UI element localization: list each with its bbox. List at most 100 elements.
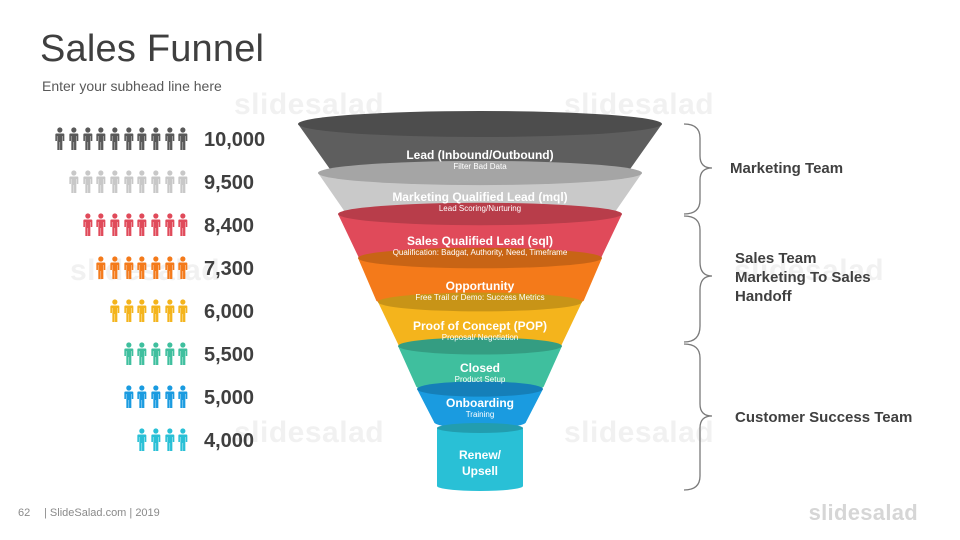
person-icon xyxy=(164,170,174,193)
person-icon xyxy=(164,385,174,408)
person-icon xyxy=(123,127,133,150)
person-icon xyxy=(178,385,188,408)
stage-onboarding: Onboarding Training xyxy=(330,396,630,420)
person-icon xyxy=(69,127,79,150)
stage-poc: Proof of Concept (POP) Proposal/ Negotia… xyxy=(330,319,630,343)
stage-title: Opportunity xyxy=(445,279,515,293)
team-sales-label: Sales Team Marketing To Sales Handoff xyxy=(735,250,871,305)
stage-title: Proof of Concept (POP) xyxy=(413,319,547,333)
stage-title: Marketing Qualified Lead (mql) xyxy=(392,190,568,204)
brace-customer-success xyxy=(683,343,713,491)
funnel-layer-top xyxy=(298,111,662,137)
person-icon xyxy=(110,213,120,236)
people-row xyxy=(40,256,190,282)
person-icon xyxy=(96,256,106,279)
person-icon xyxy=(151,256,161,279)
stat-value: 8,400 xyxy=(204,215,255,237)
brace-sales xyxy=(683,215,713,343)
person-icon xyxy=(178,256,188,279)
stage-subtitle: Filter Bad Data xyxy=(453,162,507,171)
stage-subtitle: Lead Scoring/Nurturing xyxy=(438,204,522,213)
team-marketing-label: Marketing Team xyxy=(730,160,844,177)
person-icon xyxy=(137,170,147,193)
person-icon xyxy=(110,256,120,279)
person-icon xyxy=(164,342,174,365)
person-icon xyxy=(137,256,147,279)
people-row xyxy=(40,385,190,411)
person-icon xyxy=(137,385,147,408)
watermark: slidesalad xyxy=(734,254,885,287)
stage-title: Renew/ Upsell xyxy=(458,448,501,478)
person-icon xyxy=(151,299,161,322)
stage-subtitle: Product Setup xyxy=(454,375,506,384)
funnel-cylinder xyxy=(437,428,523,491)
brace-group xyxy=(683,123,713,491)
funnel-layer-top xyxy=(338,202,622,226)
stat-value: 10,000 xyxy=(204,129,266,151)
stage-mql: Marketing Qualified Lead (mql) Lead Scor… xyxy=(330,190,630,214)
brace-marketing xyxy=(683,123,713,215)
people-row xyxy=(40,127,190,153)
funnel-layer-top xyxy=(378,292,582,312)
stage-title: Closed xyxy=(459,361,500,375)
person-icon xyxy=(96,127,106,150)
person-icon xyxy=(178,170,188,193)
person-icon xyxy=(82,213,92,236)
page-subhead: Enter your subhead line here xyxy=(42,78,222,94)
people-row xyxy=(40,342,190,368)
stat-value: 6,000 xyxy=(204,301,255,323)
person-icon xyxy=(137,127,147,150)
funnel-cylinder-top xyxy=(437,423,523,433)
funnel-layer xyxy=(417,389,543,429)
person-icon xyxy=(96,213,106,236)
person-icon xyxy=(123,256,133,279)
person-icon xyxy=(178,213,188,236)
stage-closed: Closed Product Setup xyxy=(330,361,630,385)
person-icon xyxy=(164,127,174,150)
watermark: slidesalad xyxy=(70,254,221,287)
stat-value: 4,000 xyxy=(204,430,255,452)
funnel-layer xyxy=(398,346,562,394)
page-number: 62 xyxy=(18,507,31,519)
funnel-layer-top xyxy=(358,247,602,269)
team-customer-success-label: Customer Success Team xyxy=(735,409,913,426)
person-icon xyxy=(164,213,174,236)
people-row xyxy=(40,428,190,454)
person-icon xyxy=(123,170,133,193)
person-icon xyxy=(123,385,133,408)
person-icon xyxy=(178,299,188,322)
stat-value: 5,000 xyxy=(204,387,255,409)
people-row xyxy=(40,170,190,196)
person-icon xyxy=(69,170,79,193)
person-icon xyxy=(178,428,188,451)
people-row xyxy=(40,213,190,239)
person-icon xyxy=(96,170,106,193)
stage-subtitle: Training xyxy=(465,410,495,419)
person-icon xyxy=(110,127,120,150)
person-icon xyxy=(82,127,92,150)
stage-sql: Sales Qualified Lead (sql) Qualification… xyxy=(330,234,630,258)
funnel-layer-top xyxy=(398,337,562,355)
stage-title: Lead (Inbound/Outbound) xyxy=(406,148,554,162)
person-icon xyxy=(151,428,161,451)
person-icon xyxy=(110,299,120,322)
person-icon xyxy=(123,299,133,322)
footer-credit: | SlideSalad.com | 2019 xyxy=(44,507,160,519)
person-icon xyxy=(123,342,133,365)
person-icon xyxy=(164,299,174,322)
stage-opportunity: Opportunity Free Trail or Demo: Success … xyxy=(330,279,630,303)
watermark: slidesalad xyxy=(234,416,385,449)
person-icon xyxy=(151,213,161,236)
page-title: Sales Funnel xyxy=(40,28,265,70)
watermark: slidesalad xyxy=(564,416,715,449)
person-icon xyxy=(137,342,147,365)
slidesalad-logo: slidesalad xyxy=(808,500,918,525)
stage-subtitle: Qualification: Badgat, Authority, Need, … xyxy=(392,248,568,257)
person-icon xyxy=(55,127,65,150)
stat-value: 7,300 xyxy=(204,258,255,280)
stage-title: Sales Qualified Lead (sql) xyxy=(406,234,554,248)
stage-renew: Renew/ Upsell xyxy=(330,447,630,479)
person-icon xyxy=(151,342,161,365)
person-icon xyxy=(178,127,188,150)
